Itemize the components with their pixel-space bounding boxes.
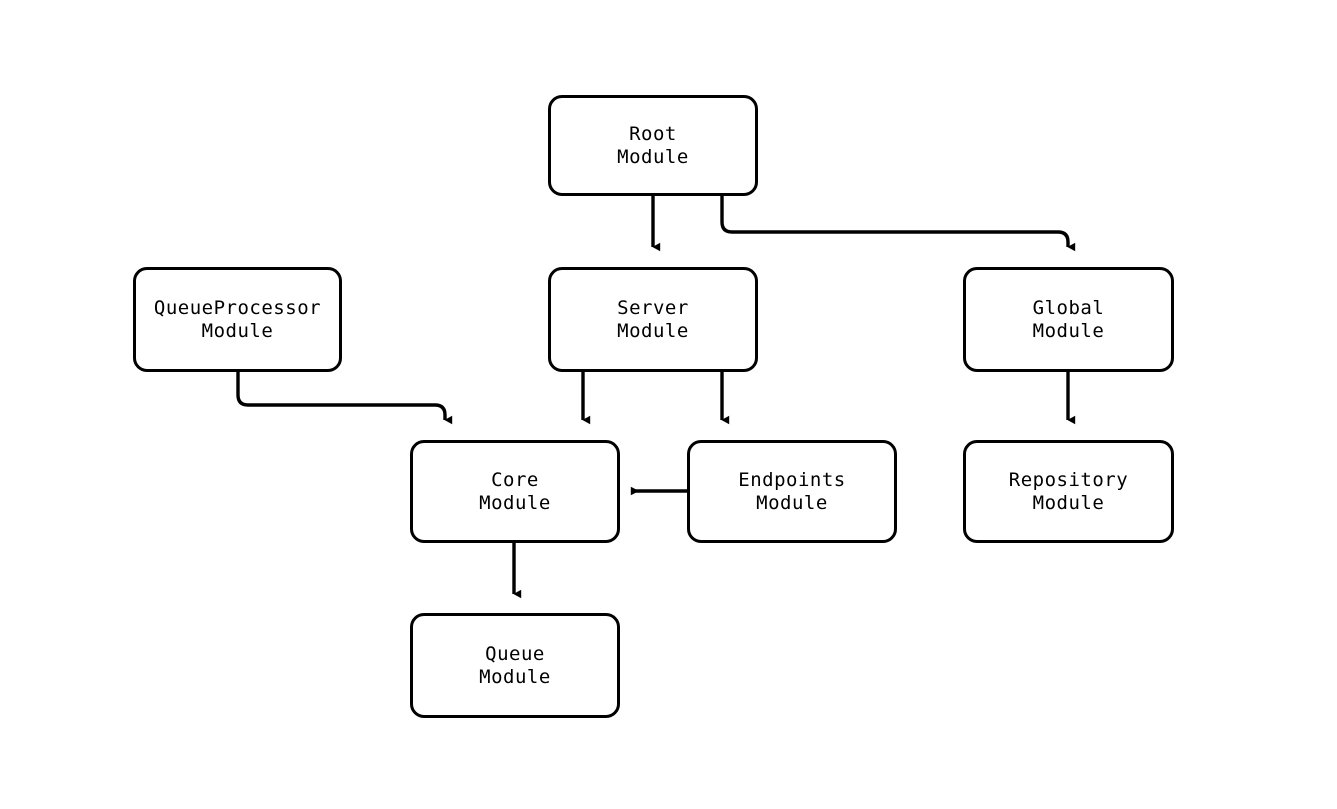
node-endpoints-module[interactable]: Endpoints Module: [687, 440, 897, 543]
node-root-module[interactable]: Root Module: [548, 95, 758, 196]
node-server-module[interactable]: Server Module: [548, 267, 758, 372]
node-repository-module-line1: Repository: [1008, 468, 1129, 491]
node-server-module-line1: Server: [617, 296, 689, 319]
node-core-module-line1: Core: [491, 468, 539, 491]
node-global-module-line2: Module: [1032, 319, 1105, 342]
node-queue-module-line2: Module: [479, 665, 551, 688]
node-repository-module-line2: Module: [1032, 491, 1105, 514]
node-root-module-line2: Module: [617, 145, 689, 168]
node-queueprocessor-module-line2: Module: [201, 319, 274, 342]
node-core-module-line2: Module: [479, 491, 551, 514]
edge-queueprocessor-to-core: [236, 372, 453, 425]
node-queue-module[interactable]: Queue Module: [410, 613, 620, 718]
node-queue-module-line1: Queue: [485, 642, 545, 665]
node-global-module[interactable]: Global Module: [963, 267, 1174, 372]
node-queueprocessor-module-line1: QueueProcessor: [153, 296, 322, 319]
node-server-module-line2: Module: [617, 319, 689, 342]
node-repository-module[interactable]: Repository Module: [963, 440, 1174, 543]
node-core-module[interactable]: Core Module: [410, 440, 620, 543]
edge-root-to-global: [720, 196, 1076, 252]
node-endpoints-module-line2: Module: [756, 491, 828, 514]
node-queueprocessor-module[interactable]: QueueProcessor Module: [133, 267, 342, 372]
node-root-module-line1: Root: [629, 122, 677, 145]
node-global-module-line1: Global: [1032, 296, 1105, 319]
node-endpoints-module-line1: Endpoints: [738, 468, 846, 491]
